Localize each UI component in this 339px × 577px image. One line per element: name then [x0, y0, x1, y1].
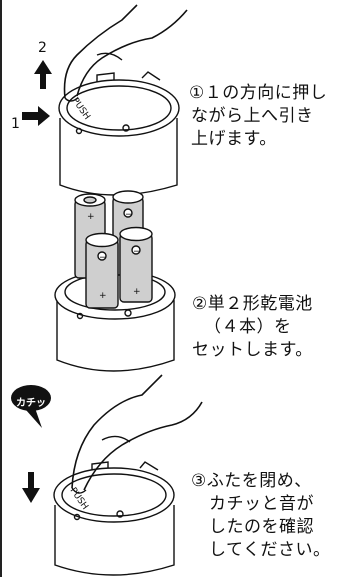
svg-text:−: −	[125, 210, 133, 220]
step3-line2: カチッと音が	[209, 494, 314, 514]
step2-line1: ②単２形乾電池	[192, 294, 313, 314]
step3-line1: ③ふたを閉め、	[191, 471, 312, 491]
step3-illustration: PUSH	[53, 374, 203, 576]
step2-line3: セットします。	[192, 340, 313, 360]
step3-instruction: ③ふたを閉め、 カチッと音が したのを確認 してください。	[191, 470, 330, 562]
arrow-right-icon	[22, 106, 50, 126]
click-sound-bubble	[11, 385, 51, 428]
step1-line2: ながら上へ引き	[191, 106, 314, 126]
step1-line1: ①１の方向に押し	[189, 83, 328, 103]
step1-instruction: ①１の方向に押し ながら上へ引き 上げます。	[189, 82, 327, 151]
step2-illustration: + − − − + +	[54, 190, 176, 372]
svg-text:+: +	[87, 212, 95, 222]
arrow-up-number: 2	[38, 40, 47, 56]
arrow-down-icon	[22, 472, 40, 503]
step3-line3: したのを確認	[209, 517, 314, 537]
step3-line4: してください。	[209, 540, 331, 560]
svg-text:+: +	[133, 287, 141, 297]
svg-text:−: −	[133, 247, 141, 257]
step1-line3: 上げます。	[191, 129, 277, 149]
arrow-up-icon	[34, 60, 52, 89]
battery-front-left	[85, 232, 119, 309]
step1-illustration: PUSH	[58, 4, 188, 196]
svg-text:−: −	[99, 253, 107, 263]
step2-line2: （４本）を	[204, 317, 292, 337]
click-sound-text: カチッ	[16, 398, 46, 409]
battery-front-right	[119, 226, 153, 303]
svg-text:+: +	[99, 291, 107, 301]
arrow-side-number: 1	[11, 116, 20, 132]
step2-instruction: ②単２形乾電池 （４本）を セットします。	[192, 293, 313, 362]
